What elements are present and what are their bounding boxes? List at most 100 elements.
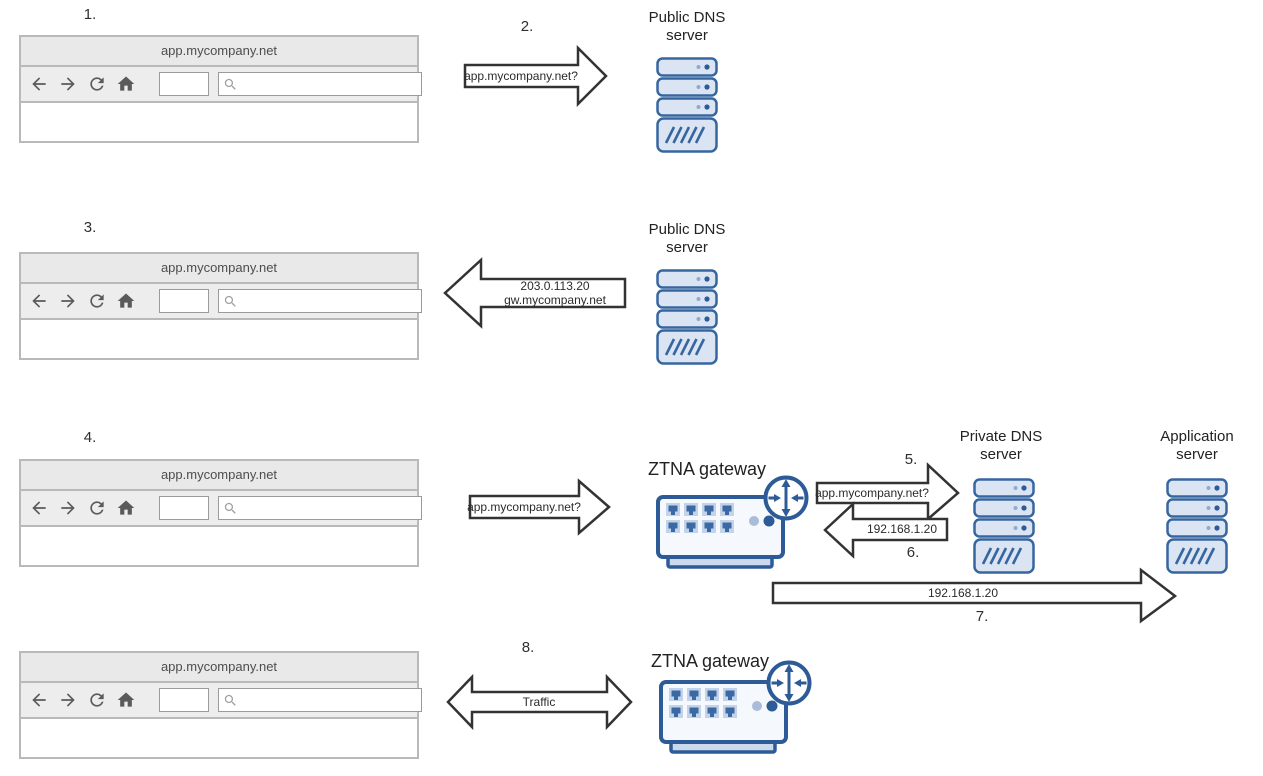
forward-arrow-icon bbox=[61, 501, 75, 515]
step-label-4: 4. bbox=[83, 429, 97, 446]
traffic-arrow: Traffic bbox=[446, 673, 633, 731]
private-dns-server-icon bbox=[973, 478, 1035, 574]
back-arrow-icon bbox=[32, 77, 46, 91]
node-label-line: server bbox=[980, 446, 1022, 463]
dns-response-public-arrow: 203.0.113.20 gw.mycompany.net bbox=[443, 257, 627, 329]
node-label-line: server bbox=[666, 239, 708, 256]
back-arrow-icon bbox=[32, 501, 46, 515]
server-status-dots bbox=[1206, 485, 1220, 531]
public-dns-server-icon bbox=[656, 57, 718, 153]
arrow-label: app.mycompany.net? bbox=[815, 486, 929, 500]
home-icon bbox=[117, 692, 135, 707]
server-status-dots bbox=[696, 276, 710, 322]
gateway-status-dot bbox=[763, 515, 775, 527]
browser-window-step8: app.mycompany.net bbox=[19, 651, 422, 759]
forward-arrow-icon bbox=[61, 693, 75, 707]
step-label-3: 3. bbox=[83, 219, 97, 236]
gateway-ethernet-ports bbox=[666, 503, 734, 533]
application-server-label: Application server bbox=[1160, 428, 1233, 464]
address-box bbox=[159, 688, 209, 712]
step-label-1: 1. bbox=[83, 6, 97, 23]
public-dns-server-label: Public DNS server bbox=[649, 9, 726, 45]
arrow-label: app.mycompany.net? bbox=[464, 69, 578, 83]
application-server-icon bbox=[1166, 478, 1228, 574]
node-label-line: server bbox=[1176, 446, 1218, 463]
forward-to-app-arrow: 192.168.1.20 bbox=[771, 567, 1178, 624]
home-icon bbox=[117, 293, 135, 308]
node-label-line: Private DNS bbox=[959, 428, 1043, 445]
arrow-label: gw.mycompany.net bbox=[504, 293, 606, 307]
ztna-gateway-icon bbox=[656, 475, 809, 569]
node-label-line: Public DNS bbox=[648, 9, 726, 26]
back-arrow-icon bbox=[32, 693, 46, 707]
address-box bbox=[159, 289, 209, 313]
arrow-label: Traffic bbox=[523, 695, 556, 709]
search-box bbox=[218, 289, 422, 313]
browser-content bbox=[21, 527, 417, 565]
refresh-icon bbox=[90, 693, 104, 707]
dns-query-gateway-arrow: app.mycompany.net? bbox=[467, 478, 611, 536]
forward-arrow-icon bbox=[61, 294, 75, 308]
dns-query-private-arrow: app.mycompany.net? bbox=[815, 462, 960, 522]
search-icon bbox=[224, 295, 236, 307]
node-label-line: Application bbox=[1160, 428, 1234, 445]
search-icon bbox=[224, 502, 236, 514]
browser-window-step3: app.mycompany.net bbox=[19, 252, 422, 360]
refresh-icon bbox=[90, 294, 104, 308]
node-label-line: Public DNS bbox=[648, 221, 726, 238]
step-label-7: 7. bbox=[975, 608, 989, 625]
gateway-ethernet-ports bbox=[669, 688, 737, 718]
address-box bbox=[159, 496, 209, 520]
browser-content bbox=[21, 719, 417, 757]
server-vents bbox=[1174, 547, 1216, 565]
browser-window-step1: app.mycompany.net bbox=[19, 35, 422, 143]
private-dns-server-label: Private DNS server bbox=[960, 428, 1043, 464]
arrow-label: 192.168.1.20 bbox=[928, 586, 998, 600]
search-box bbox=[218, 496, 422, 520]
step-label-2: 2. bbox=[520, 18, 534, 35]
ztna-gateway-label: ZTNA gateway bbox=[651, 651, 770, 671]
home-icon bbox=[117, 500, 135, 515]
browser-title-bar: app.mycompany.net bbox=[21, 461, 417, 491]
browser-toolbar bbox=[21, 491, 422, 527]
search-box bbox=[218, 688, 422, 712]
browser-title-bar: app.mycompany.net bbox=[21, 254, 417, 284]
server-status-dots bbox=[1013, 485, 1027, 531]
address-box bbox=[159, 72, 209, 96]
ztna-gateway-label: ZTNA gateway bbox=[648, 459, 767, 479]
gateway-status-dot bbox=[749, 516, 759, 526]
browser-content bbox=[21, 103, 417, 141]
browser-window-step4: app.mycompany.net bbox=[19, 459, 422, 567]
arrow-label: 192.168.1.20 bbox=[867, 522, 937, 536]
step-label-8: 8. bbox=[521, 639, 535, 656]
public-dns-server-label: Public DNS server bbox=[649, 221, 726, 257]
search-icon bbox=[224, 78, 236, 90]
gateway-routing-badge bbox=[763, 475, 809, 521]
browser-toolbar bbox=[21, 683, 422, 719]
dns-response-private-arrow: 192.168.1.20 bbox=[823, 501, 949, 559]
gateway-status-dot bbox=[766, 700, 778, 712]
browser-toolbar bbox=[21, 67, 422, 103]
server-vents bbox=[664, 338, 706, 356]
search-box bbox=[218, 72, 422, 96]
refresh-icon bbox=[90, 77, 104, 91]
step-label-6: 6. bbox=[906, 544, 920, 561]
browser-content bbox=[21, 320, 417, 358]
gateway-status-dot bbox=[752, 701, 762, 711]
forward-arrow-icon bbox=[61, 77, 75, 91]
node-label-line: server bbox=[666, 27, 708, 44]
gateway-routing-badge bbox=[766, 660, 812, 706]
browser-title-bar: app.mycompany.net bbox=[21, 37, 417, 67]
search-icon bbox=[224, 694, 236, 706]
public-dns-server-icon bbox=[656, 269, 718, 365]
server-status-dots bbox=[696, 64, 710, 110]
back-arrow-icon bbox=[32, 294, 46, 308]
ztna-gateway-icon bbox=[659, 660, 812, 754]
browser-title-bar: app.mycompany.net bbox=[21, 653, 417, 683]
home-icon bbox=[117, 76, 135, 91]
dns-query-public-arrow: app.mycompany.net? bbox=[463, 44, 608, 108]
arrow-label: app.mycompany.net? bbox=[467, 500, 581, 514]
browser-toolbar bbox=[21, 284, 422, 320]
server-vents bbox=[981, 547, 1023, 565]
